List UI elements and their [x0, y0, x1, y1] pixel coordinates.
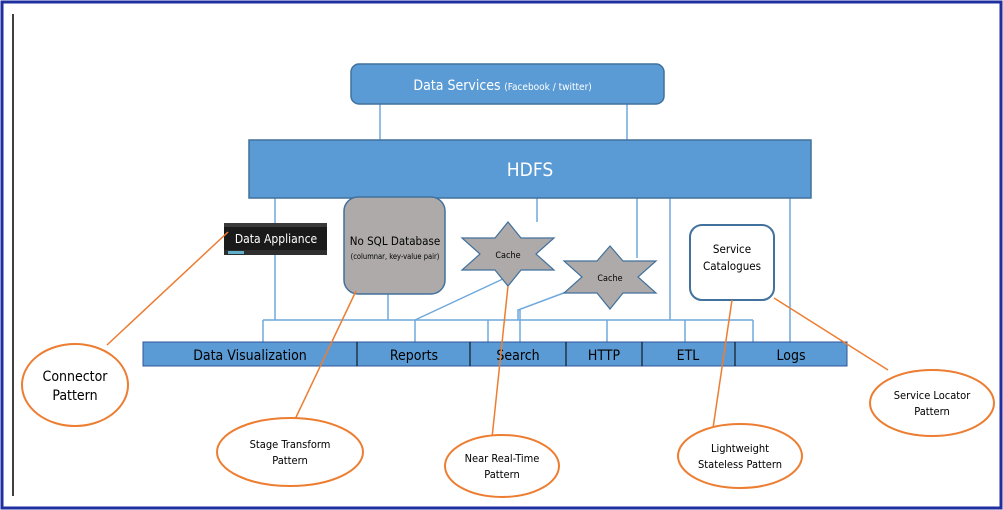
connector-pattern-ellipse: Connector Pattern: [21, 343, 129, 427]
nosql-database-box: No SQL Database (columnar, key-value pai…: [343, 196, 446, 295]
cache-star-2: Cache: [562, 245, 658, 310]
data-services-subtitle: (Facebook / twitter): [504, 82, 592, 93]
connector-pattern-line2: Pattern: [52, 388, 97, 404]
bar-item-search: Search: [496, 348, 539, 364]
near-real-time-line2: Pattern: [484, 468, 520, 481]
bar-item-etl: ETL: [677, 348, 700, 364]
data-appliance-box: Data Appliance: [224, 223, 327, 255]
data-appliance-label: Data Appliance: [235, 232, 318, 246]
service-catalogues-box: Service Catalogues: [689, 224, 775, 301]
cache-2-label: Cache: [597, 274, 622, 284]
service-catalogues-line2: Catalogues: [703, 259, 761, 273]
lightweight-stateless-line2: Stateless Pattern: [698, 458, 782, 471]
connector-pattern-line1: Connector: [43, 369, 109, 385]
lightweight-stateless-pattern-ellipse: Lightweight Stateless Pattern: [677, 423, 803, 489]
service-connectors: [379, 104, 628, 140]
bar-item-data-visualization: Data Visualization: [193, 348, 307, 364]
near-real-time-pattern-ellipse: Near Real-Time Pattern: [444, 434, 560, 498]
nosql-title: No SQL Database: [350, 234, 440, 248]
bar-item-http: HTTP: [588, 348, 621, 364]
stage-transform-pattern-ellipse: Stage Transform Pattern: [216, 417, 364, 487]
hdfs-label: HDFS: [507, 159, 553, 181]
service-catalogues-line1: Service: [713, 242, 751, 256]
near-real-time-line1: Near Real-Time: [465, 452, 540, 465]
cache-1-label: Cache: [495, 251, 520, 261]
stage-transform-line1: Stage Transform: [250, 438, 331, 451]
bar-item-reports: Reports: [390, 348, 438, 364]
data-services-box: Data Services (Facebook / twitter): [350, 63, 665, 105]
service-locator-line1: Service Locator: [894, 389, 972, 402]
bar-item-logs: Logs: [776, 348, 805, 364]
bottom-bar: Data Visualization Reports Search HTTP E…: [142, 341, 848, 367]
data-services-title: Data Services: [413, 78, 500, 94]
service-locator-pattern-ellipse: Service Locator Pattern: [869, 369, 995, 437]
stage-transform-line2: Pattern: [272, 454, 308, 467]
hdfs-box: HDFS: [248, 139, 812, 199]
pattern-pointer-lines: [106, 231, 889, 439]
lightweight-stateless-line1: Lightweight: [711, 442, 769, 455]
service-locator-line2: Pattern: [914, 405, 950, 418]
nosql-subtitle: (columnar, key-value pair): [351, 252, 440, 261]
cache-star-1: Cache: [460, 221, 556, 287]
